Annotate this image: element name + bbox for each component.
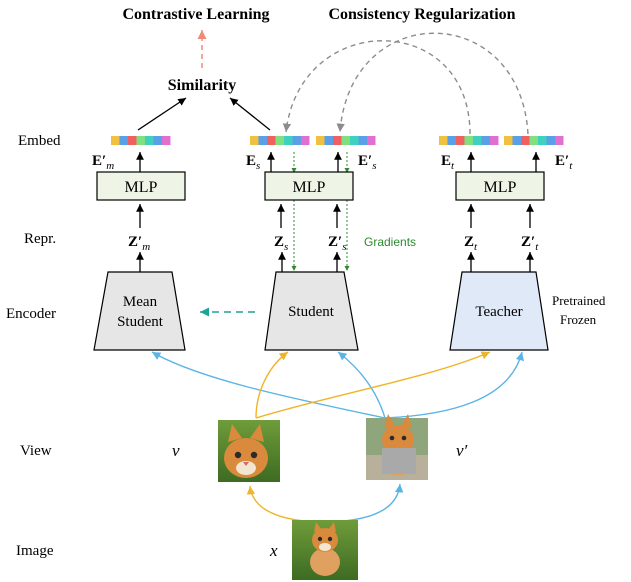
embedding-student-1 — [250, 136, 310, 145]
var-teacher-embed: Et — [441, 153, 455, 172]
embedding-cell — [111, 136, 120, 145]
embedding-cell — [250, 136, 259, 145]
view-v-prime-symbol: v′ — [456, 441, 468, 460]
image-to-view1-arrow — [246, 485, 319, 523]
var-student-repr: Zs — [274, 234, 288, 253]
embedding-cell — [358, 136, 367, 145]
embedding-cell — [439, 136, 448, 145]
embedding-cell — [341, 136, 350, 145]
row-label-repr: Repr. — [24, 231, 56, 247]
cutout-mask — [382, 448, 416, 474]
student-to-similarity-arrow — [229, 97, 271, 131]
var-student-embed-prime: E′s — [358, 153, 377, 172]
teacher-encoder: Teacher — [449, 271, 549, 351]
embedding-cell — [447, 136, 456, 145]
embedding-student-2 — [316, 136, 376, 145]
view-v-prime-image — [366, 414, 428, 480]
mean-student-label-2: Student — [117, 314, 164, 330]
view2-to-student-arrow — [337, 351, 386, 419]
embedding-cell — [546, 136, 555, 145]
row-label-image: Image — [16, 543, 54, 559]
embedding-cell — [128, 136, 137, 145]
student-encoder: Student — [264, 271, 359, 351]
row-label-embed: Embed — [18, 133, 61, 149]
mlp-teacher: MLP — [455, 171, 545, 201]
embedding-cell — [301, 136, 310, 145]
mlp-label: MLP — [293, 179, 326, 196]
embedding-teacher-2 — [504, 136, 564, 145]
mlp-mean-student: MLP — [96, 171, 186, 201]
embedding-cell — [284, 136, 293, 145]
view2-to-mean-arrow — [151, 351, 386, 419]
embedding-cell — [136, 136, 145, 145]
var-teacher-embed-prime: E′t — [555, 153, 573, 172]
view-v-symbol: v — [172, 441, 180, 460]
embedding-cell — [350, 136, 359, 145]
source-image — [292, 520, 358, 580]
view2-to-teacher-arrow — [384, 351, 525, 419]
image-x-symbol: x — [269, 541, 278, 560]
embedding-teacher-1 — [439, 136, 499, 145]
embedding-cell — [464, 136, 473, 145]
embedding-cell — [367, 136, 376, 145]
contrastive-learning-label: Contrastive Learning — [122, 6, 269, 23]
row-label-encoder: Encoder — [6, 306, 56, 322]
consistency-arc-2 — [336, 32, 529, 135]
var-student-repr-prime: Z′s — [328, 234, 347, 253]
similarity-label: Similarity — [168, 77, 236, 94]
embedding-cell — [275, 136, 284, 145]
embedding-cell — [529, 136, 538, 145]
mean-student-label-1: Mean — [123, 294, 158, 310]
embedding-cell — [490, 136, 499, 145]
frozen-label: Frozen — [560, 312, 597, 327]
embedding-cell — [456, 136, 465, 145]
embedding-cell — [258, 136, 267, 145]
mlp-student: MLP — [264, 171, 354, 201]
embedding-cell — [153, 136, 162, 145]
embedding-cell — [555, 136, 564, 145]
embedding-mean — [111, 136, 171, 145]
embedding-cell — [162, 136, 171, 145]
embedding-cell — [145, 136, 154, 145]
teacher-label: Teacher — [475, 304, 522, 320]
consistency-arc-1 — [282, 40, 471, 135]
embedding-cell — [119, 136, 128, 145]
mlp-label: MLP — [125, 179, 158, 196]
embedding-cell — [324, 136, 333, 145]
embedding-cell — [316, 136, 325, 145]
student-label: Student — [288, 304, 335, 320]
gradients-label: Gradients — [364, 235, 416, 249]
view1-to-student-arrow — [255, 351, 289, 419]
embedding-cell — [512, 136, 521, 145]
embedding-cell — [538, 136, 547, 145]
mean-student-encoder: Mean Student — [93, 271, 186, 351]
var-mean-embed: E′m — [92, 153, 114, 172]
var-teacher-repr-prime: Z′t — [521, 234, 539, 253]
embedding-cell — [267, 136, 276, 145]
embedding-cell — [504, 136, 513, 145]
mlp-label: MLP — [484, 179, 517, 196]
embedding-cell — [521, 136, 530, 145]
pretrained-label: Pretrained — [552, 293, 606, 308]
mean-to-similarity-arrow — [137, 97, 187, 131]
embedding-cell — [292, 136, 301, 145]
embedding-cell — [473, 136, 482, 145]
consistency-regularization-label: Consistency Regularization — [328, 6, 515, 23]
var-teacher-repr: Zt — [464, 234, 478, 253]
image-to-view2-arrow — [329, 483, 404, 523]
view-v-image — [218, 420, 280, 482]
var-mean-repr: Z′m — [128, 234, 150, 253]
view1-to-teacher-arrow — [255, 351, 491, 419]
var-student-embed: Es — [246, 153, 260, 172]
embedding-cell — [333, 136, 342, 145]
row-label-view: View — [20, 443, 52, 459]
embedding-cell — [481, 136, 490, 145]
